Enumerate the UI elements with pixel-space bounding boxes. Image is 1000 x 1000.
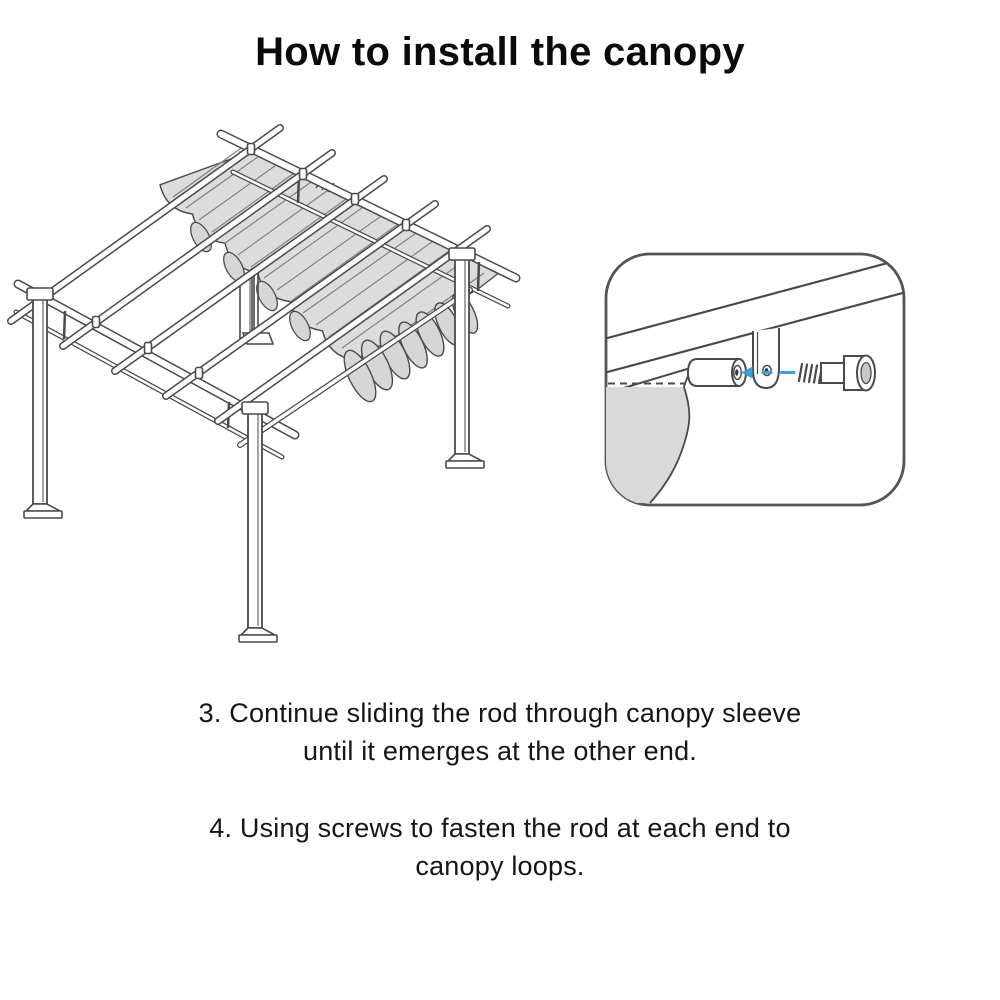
detail-callout (604, 252, 906, 507)
rafter (59, 149, 336, 350)
screw-shaft (820, 362, 845, 384)
canopy-bunched-pleats (190, 221, 311, 342)
canopy-loop (752, 328, 780, 390)
canopy-slider-bar (237, 287, 473, 448)
pergola-figure (7, 124, 521, 643)
instruction-step-4: 4. Using screws to fasten the rod at eac… (209, 813, 791, 881)
beam-rafter-connectors (91, 142, 411, 380)
pergola-posts (23, 247, 485, 643)
rafter (162, 200, 439, 400)
insertion-arrow (741, 366, 796, 379)
instruction-step-3: 3. Continue sliding the rod through cano… (198, 698, 802, 766)
screw-socket (860, 361, 872, 385)
arrow-head (741, 366, 753, 379)
left-post (23, 287, 63, 519)
canopy-rod (686, 358, 747, 387)
rafter (214, 225, 491, 425)
rafter (7, 124, 284, 325)
screw (797, 354, 876, 392)
page-title: How to install the canopy (255, 30, 745, 74)
screw-threads (797, 362, 824, 385)
rafter (111, 175, 388, 375)
rafters (7, 124, 491, 425)
canopy-pleat-lines (172, 145, 485, 349)
front-post (238, 401, 278, 643)
right-post (445, 247, 485, 469)
